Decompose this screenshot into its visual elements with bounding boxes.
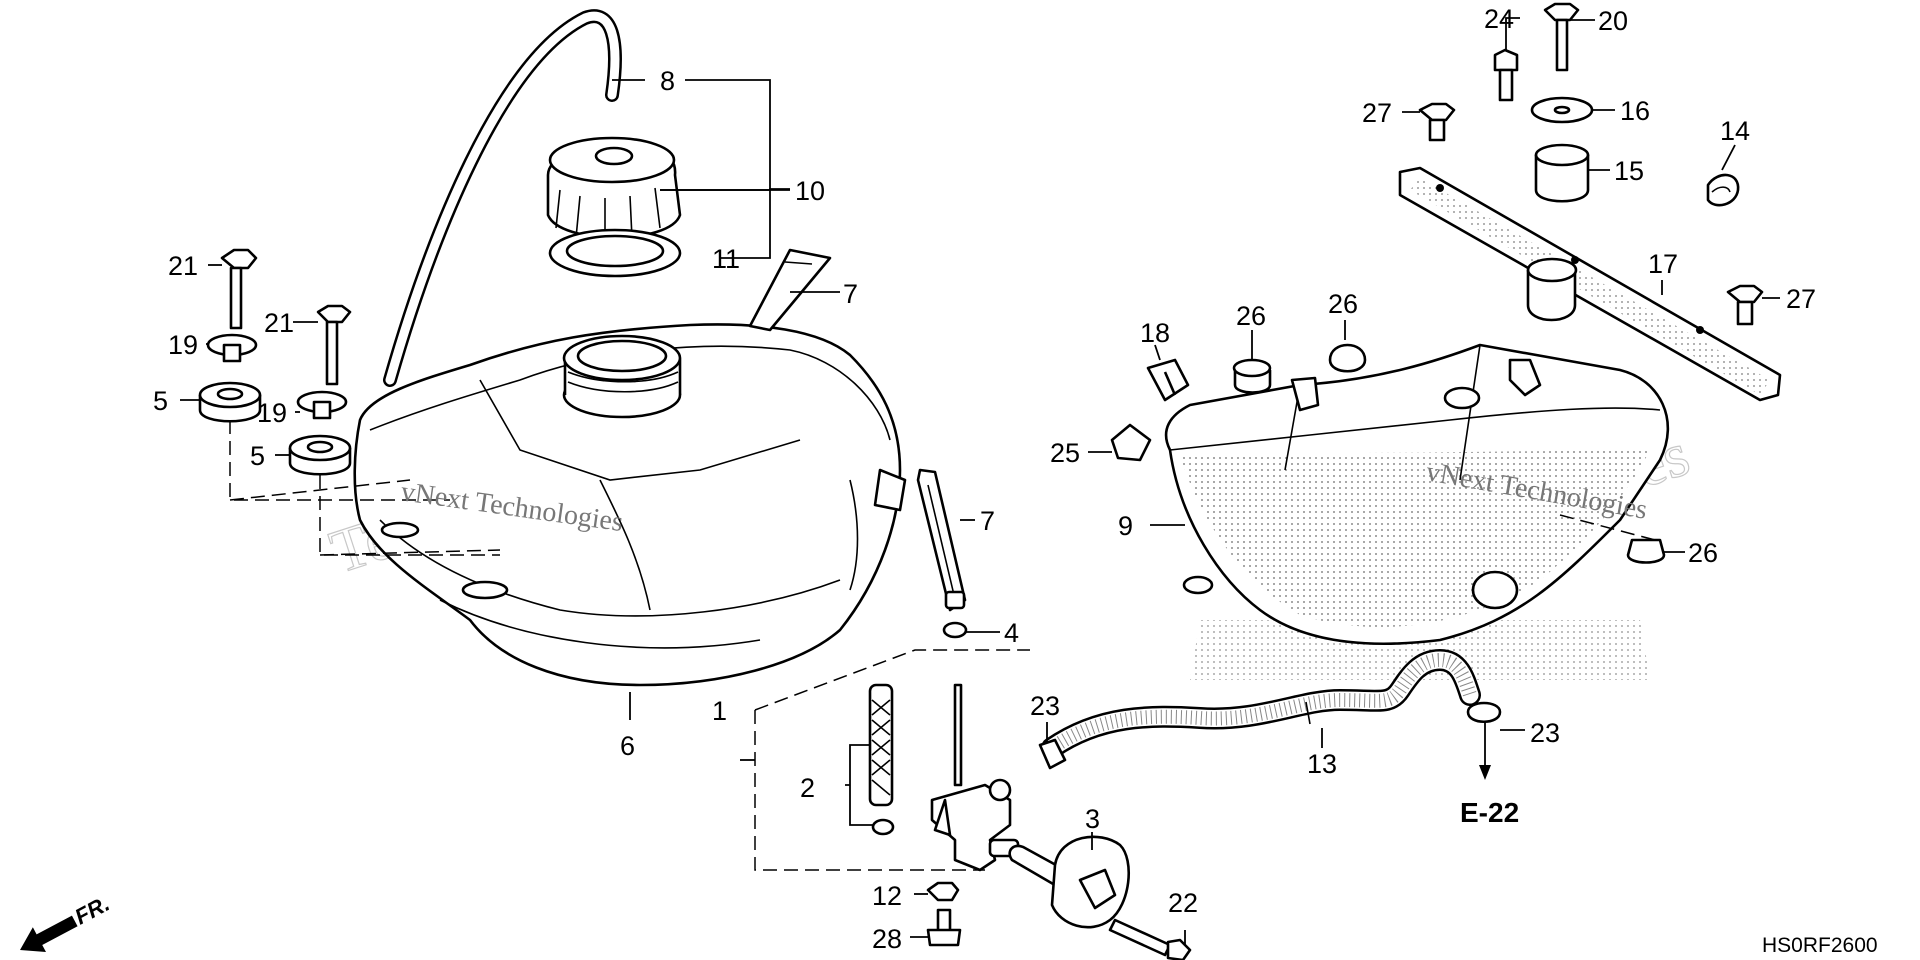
front-label: FR. [71, 891, 114, 930]
hose-clip-23-b [1466, 701, 1502, 724]
callout-7a: 7 [843, 279, 858, 309]
nut-12 [926, 881, 960, 902]
callout-8: 8 [660, 66, 675, 96]
callout-13: 13 [1307, 749, 1337, 779]
washer-19-b [296, 390, 348, 420]
callout-20: 20 [1598, 6, 1628, 36]
callout-5a: 5 [153, 386, 168, 416]
washer-16 [1530, 96, 1594, 124]
bracket-7-upper [748, 248, 832, 332]
rivet-24 [1493, 48, 1519, 102]
bolt-27-b [1726, 284, 1764, 326]
fuel-valve [868, 683, 1020, 872]
rubber-5-a [198, 381, 262, 423]
callout-27b: 27 [1786, 284, 1816, 314]
rubber-5-b [288, 434, 352, 476]
callout-21a: 21 [168, 251, 198, 281]
callout-11: 11 [712, 244, 740, 274]
valve-lever [1008, 835, 1131, 929]
callout-23b: 23 [1530, 718, 1560, 748]
cap-26-c [1626, 538, 1666, 564]
callout-5b: 5 [250, 441, 265, 471]
callout-3: 3 [1085, 804, 1100, 834]
callout-19b: 19 [257, 398, 287, 428]
callout-28: 28 [872, 924, 902, 954]
callout-12: 12 [872, 881, 902, 911]
reference-e22-link[interactable]: E-22 [1460, 797, 1519, 828]
callout-6: 6 [620, 731, 635, 761]
callout-19a: 19 [168, 330, 198, 360]
callout-1: 1 [712, 696, 727, 726]
callout-25: 25 [1050, 438, 1080, 468]
breather-hose [383, 9, 622, 387]
diagram-code: HS0RF2600 [1762, 934, 1878, 957]
clip-25 [1110, 423, 1152, 462]
callout-4: 4 [1004, 618, 1019, 648]
callout-14: 14 [1720, 116, 1750, 146]
collar-15 [1534, 143, 1590, 203]
stay-bracket [1398, 166, 1782, 402]
sub-tank [1164, 343, 1670, 680]
callout-labels: 1 2 3 4 5 5 6 7 7 8 9 10 11 12 13 14 15 … [153, 4, 1816, 954]
callout-16: 16 [1620, 96, 1650, 126]
bolt-22 [1108, 918, 1192, 960]
callout-21b: 21 [264, 308, 294, 338]
leader-dashed [1559, 514, 1656, 541]
clip-14 [1706, 173, 1740, 207]
washer-19-a [206, 333, 258, 363]
callout-23a: 23 [1030, 691, 1060, 721]
callout-10: 10 [795, 176, 825, 206]
bracket-7-lower [916, 468, 967, 612]
callout-24: 24 [1484, 4, 1514, 34]
callout-26b: 26 [1328, 289, 1358, 319]
bolt-21-a [220, 248, 258, 330]
callout-7b: 7 [980, 506, 995, 536]
fuel-hose [1041, 648, 1481, 759]
cap-26-a [1232, 358, 1272, 394]
callout-2: 2 [800, 773, 815, 803]
callout-17: 17 [1648, 249, 1678, 279]
bolt-28 [926, 908, 962, 947]
front-arrow-icon [20, 915, 78, 953]
valve-seal [942, 621, 968, 639]
callout-26a: 26 [1236, 301, 1266, 331]
fuel-tank [353, 323, 907, 687]
bolt-21-b [316, 304, 352, 386]
callout-18: 18 [1140, 318, 1170, 348]
callout-27a: 27 [1362, 98, 1392, 128]
callout-26c: 26 [1688, 538, 1718, 568]
callout-15: 15 [1614, 156, 1644, 186]
callout-22: 22 [1168, 888, 1198, 918]
fuel-cap-gasket [548, 228, 682, 278]
cap-26-b [1328, 343, 1367, 373]
callout-9: 9 [1118, 511, 1133, 541]
bolt-27-a [1418, 102, 1456, 142]
fuel-cap [546, 136, 682, 240]
leader-lines [180, 17, 1780, 945]
bolt-20 [1543, 2, 1580, 72]
clip-18 [1146, 358, 1190, 402]
hose-clip-23-a [1038, 738, 1067, 770]
